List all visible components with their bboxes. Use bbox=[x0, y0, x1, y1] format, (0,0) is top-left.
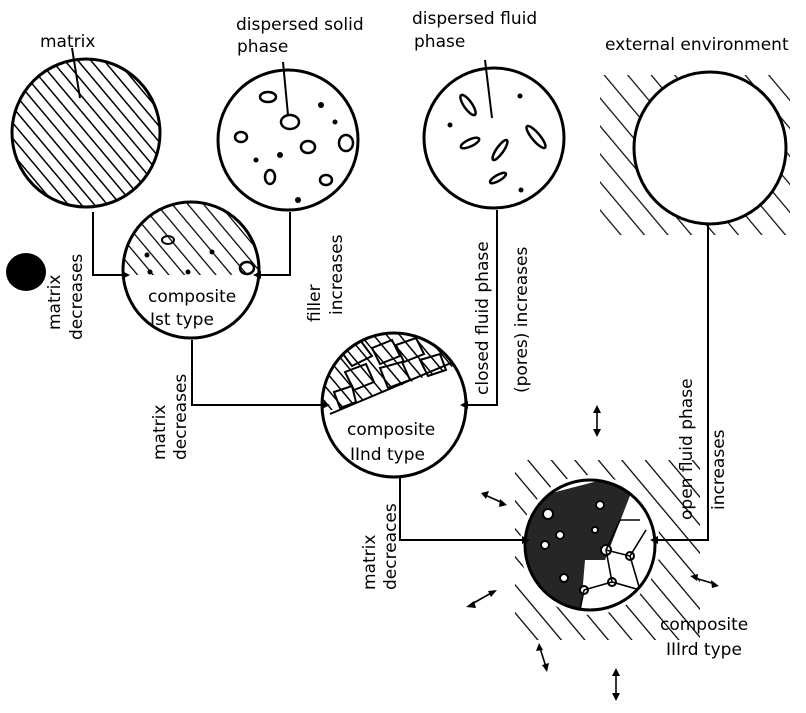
filler-increases-line2: increases bbox=[327, 234, 347, 315]
matrix-decreases-3-line1: matrix bbox=[360, 535, 380, 590]
matrix-decreases-1-line2: decreases bbox=[67, 254, 87, 340]
closed-fluid-phase-line1: closed fluid phase bbox=[473, 241, 493, 395]
open-fluid-phase-line1: open fluid phase bbox=[677, 378, 697, 520]
filler-increases-line1: filler bbox=[305, 284, 325, 322]
composite-2-label-line1: composite bbox=[347, 420, 435, 440]
dispersed-solid-circle bbox=[218, 62, 358, 210]
dispersed-fluid-label-line2: phase bbox=[414, 32, 465, 52]
composite-1-label-line1: composite bbox=[148, 287, 236, 307]
matrix-circle bbox=[12, 48, 160, 207]
matrix-decreases-3-line2: decreaces bbox=[381, 503, 401, 590]
matrix-decreases-1-line1: matrix bbox=[45, 275, 65, 330]
closed-fluid-phase-line2: (pores) increases bbox=[512, 247, 532, 393]
matrix-label: matrix bbox=[40, 32, 95, 52]
dispersed-fluid-label-line1: dispersed fluid bbox=[412, 9, 537, 29]
external-environment-circle bbox=[600, 72, 790, 235]
composite-3-label-line1: composite bbox=[660, 615, 748, 635]
external-environment-label: external environment bbox=[605, 35, 789, 55]
matrix-decreases-2-line2: decreases bbox=[171, 374, 191, 460]
dispersed-solid-label-line2: phase bbox=[237, 37, 288, 57]
ink-blot bbox=[6, 253, 46, 291]
composite-3-label-line2: IIIrd type bbox=[666, 640, 742, 660]
open-fluid-phase-line2: increases bbox=[709, 429, 729, 510]
composite-3rd-type-circle bbox=[515, 460, 700, 640]
dispersed-solid-label-line1: dispersed solid bbox=[236, 15, 364, 35]
composite-2-label-line2: IInd type bbox=[350, 445, 425, 465]
matrix-decreases-2-line1: matrix bbox=[150, 405, 170, 460]
composite-1-label-line2: Ist type bbox=[150, 310, 214, 330]
dispersed-fluid-circle bbox=[424, 60, 564, 208]
